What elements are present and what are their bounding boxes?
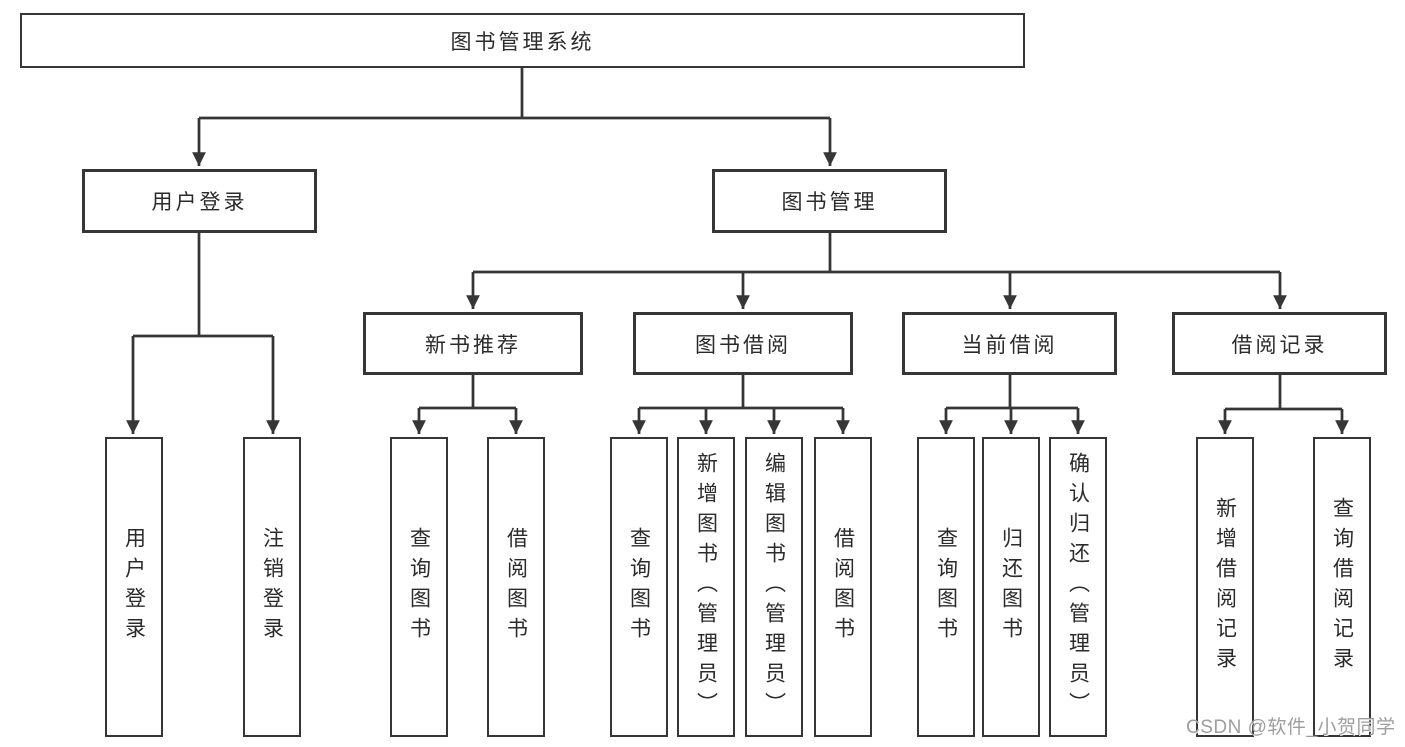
node-book-management-label: 图书管理 <box>781 191 878 214</box>
node-user-login-label: 用户登录 <box>151 191 248 214</box>
leaf-query-borrow-record: 查询借阅记录 <box>1313 437 1371 737</box>
node-current-borrow: 当前借阅 <box>902 312 1117 375</box>
leaf-recommend-query-books-label: 查询图书 <box>407 527 431 647</box>
leaf-borrow-query-books-label: 查询图书 <box>627 527 651 647</box>
leaf-borrow-books-label: 借阅图书 <box>831 527 855 647</box>
leaf-user-login-label: 用户登录 <box>122 527 146 647</box>
leaf-borrow-query-books: 查询图书 <box>610 437 668 737</box>
leaf-return-books: 归还图书 <box>982 437 1040 737</box>
node-current-borrow-label: 当前借阅 <box>961 333 1058 357</box>
leaf-current-query-books: 查询图书 <box>917 437 975 737</box>
leaf-user-login: 用户登录 <box>105 437 163 737</box>
csdn-watermark: CSDN @软件_小贺同学 <box>1186 717 1396 738</box>
leaf-logout-label: 注销登录 <box>260 527 284 647</box>
leaf-edit-books-admin-label: 编辑图书（管理员） <box>762 452 786 722</box>
node-book-borrow-label: 图书借阅 <box>695 333 791 357</box>
leaf-confirm-return-admin-label: 确认归还（管理员） <box>1066 452 1090 722</box>
leaf-current-query-books-label: 查询图书 <box>934 527 958 647</box>
leaf-recommend-query-books: 查询图书 <box>390 437 448 737</box>
leaf-borrow-books: 借阅图书 <box>814 437 872 737</box>
node-book-borrow: 图书借阅 <box>633 312 853 375</box>
node-new-book-recommend: 新书推荐 <box>363 312 583 375</box>
leaf-recommend-borrow-books: 借阅图书 <box>487 437 545 737</box>
node-book-management: 图书管理 <box>712 169 947 233</box>
node-root-label: 图书管理系统 <box>450 30 595 54</box>
node-user-login: 用户登录 <box>82 169 317 233</box>
leaf-logout: 注销登录 <box>243 437 301 737</box>
leaf-recommend-borrow-books-label: 借阅图书 <box>504 527 528 647</box>
leaf-query-borrow-record-label: 查询借阅记录 <box>1330 497 1354 677</box>
leaf-return-books-label: 归还图书 <box>999 527 1023 647</box>
node-borrow-records: 借阅记录 <box>1172 312 1387 375</box>
leaf-confirm-return-admin: 确认归还（管理员） <box>1049 437 1107 737</box>
leaf-add-books-admin-label: 新增图书（管理员） <box>694 452 718 722</box>
node-root: 图书管理系统 <box>20 13 1025 68</box>
leaf-add-borrow-record: 新增借阅记录 <box>1196 437 1254 737</box>
node-borrow-records-label: 借阅记录 <box>1231 333 1328 357</box>
leaf-add-borrow-record-label: 新增借阅记录 <box>1213 497 1237 677</box>
leaf-add-books-admin: 新增图书（管理员） <box>677 437 735 737</box>
leaf-edit-books-admin: 编辑图书（管理员） <box>745 437 803 737</box>
node-new-book-recommend-label: 新书推荐 <box>425 333 521 357</box>
